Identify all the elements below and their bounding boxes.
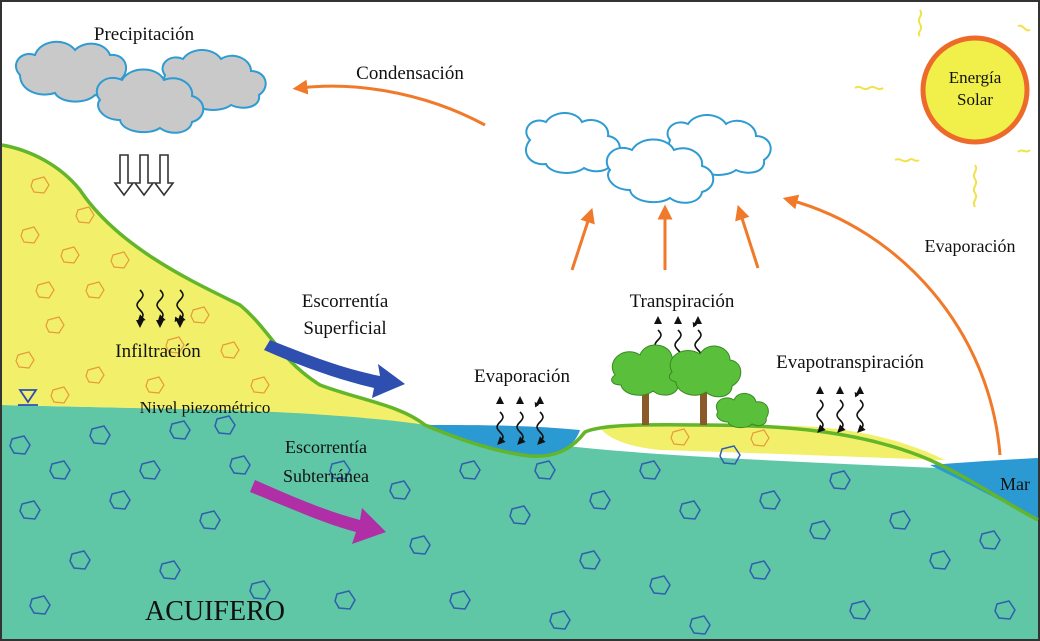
evapotranspiration-waves [816,386,864,431]
condensation-clouds [525,112,772,204]
label-solar-energy-line2: Solar [957,90,993,109]
evaporation-sea-arrow [782,194,1002,456]
water-table-marker [18,389,38,406]
label-runoff-surface-line2: Superficial [303,318,386,339]
label-evaporation-lake: Evaporación [474,366,571,387]
label-runoff-surface-line1: Escorrentía [302,291,389,312]
rain-clouds [15,40,267,134]
label-transpiration: Transpiración [630,291,735,312]
label-evaporation-sea: Evaporación [925,236,1016,256]
label-aquifer: ACUIFERO [145,596,285,627]
label-runoff-subsurface-line1: Escorrentía [285,437,367,457]
sun-rays [854,9,1031,208]
sun [854,9,1031,208]
label-water-table: Nivel piezométrico [140,398,271,417]
label-runoff-subsurface-line2: Subterránea [283,466,369,486]
trees [611,344,769,429]
vapor-arrow-left [570,207,595,271]
labels: Precipitación Condensación Energía Solar… [94,24,1030,627]
wavy-arrows [136,289,864,443]
infiltration-waves [136,289,184,328]
vapor-arrow-right [735,204,760,269]
runoff-subsurface-arrow [250,480,386,544]
aquifer-region [2,405,1038,639]
label-precipitation: Precipitación [94,24,195,45]
sun-disc [920,35,1030,145]
condensation-arrow [292,79,486,127]
soil-hill [2,145,425,425]
runoff-surface-arrow [264,340,405,398]
label-evapotranspiration: Evapotranspiración [776,352,924,373]
lake-evaporation-waves [496,396,544,443]
precipitation-arrows [113,154,175,197]
label-solar-energy-line1: Energía [949,68,1002,87]
label-infiltration: Infiltración [115,341,201,362]
soil-plain [600,425,945,460]
ground-line [1,143,1039,522]
orange-arrows [292,79,1002,456]
label-condensation: Condensación [356,63,464,84]
transpiration-waves [654,316,702,361]
label-sea: Mar [1000,474,1030,494]
